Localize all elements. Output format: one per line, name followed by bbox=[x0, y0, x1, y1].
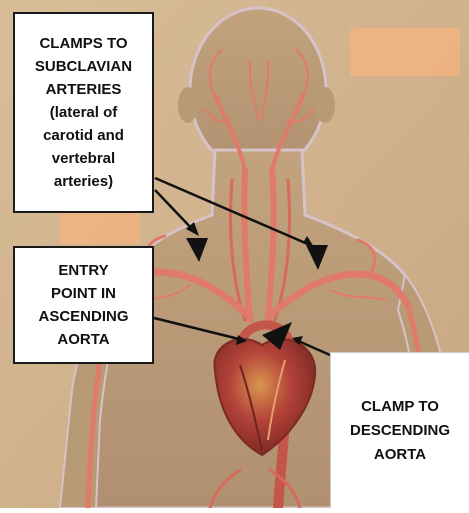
label-text: ENTRY POINT IN ASCENDING AORTA bbox=[38, 259, 128, 351]
label-line: AORTA bbox=[350, 443, 450, 467]
label-line: SUBCLAVIAN bbox=[35, 55, 132, 78]
orange-patch-left bbox=[60, 210, 140, 244]
label-text: CLAMPS TO SUBCLAVIAN ARTERIES (lateral o… bbox=[35, 32, 132, 193]
label-line: CLAMPS TO bbox=[35, 32, 132, 55]
label-clamp-to-descending-aorta: CLAMP TO DESCENDING AORTA bbox=[330, 352, 469, 508]
label-line: ENTRY bbox=[38, 259, 128, 282]
label-line: carotid and bbox=[35, 124, 132, 147]
label-line: ASCENDING bbox=[38, 305, 128, 328]
label-line: DESCENDING bbox=[350, 419, 450, 443]
label-line: ARTERIES bbox=[35, 78, 132, 101]
label-text: CLAMP TO DESCENDING AORTA bbox=[350, 395, 450, 467]
label-line: (lateral of bbox=[35, 101, 132, 124]
label-line: arteries) bbox=[35, 170, 132, 193]
label-clamps-to-subclavian-arteries: CLAMPS TO SUBCLAVIAN ARTERIES (lateral o… bbox=[13, 12, 154, 213]
label-line: POINT IN bbox=[38, 282, 128, 305]
label-line: vertebral bbox=[35, 147, 132, 170]
orange-patch-top bbox=[350, 28, 460, 76]
label-line: AORTA bbox=[38, 328, 128, 351]
label-entry-point-ascending-aorta: ENTRY POINT IN ASCENDING AORTA bbox=[13, 246, 154, 364]
label-line: CLAMP TO bbox=[350, 395, 450, 419]
